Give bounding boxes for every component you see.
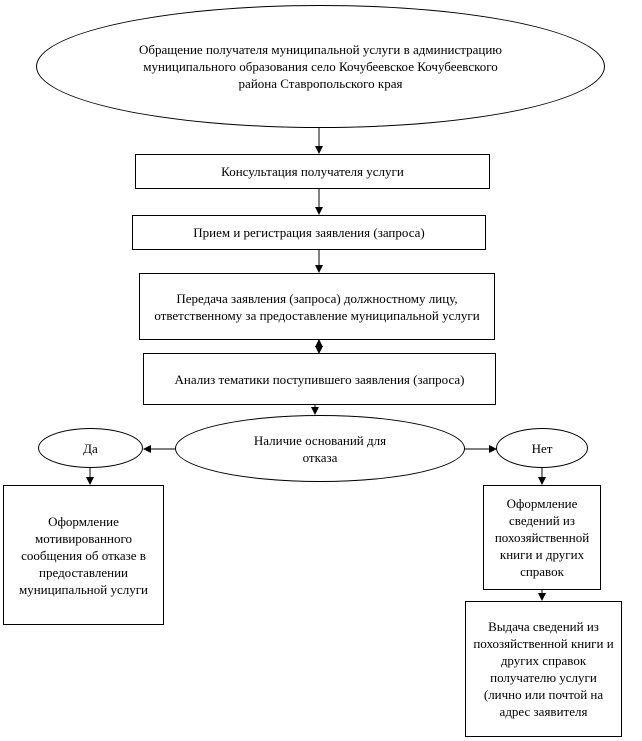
prepare-node: Оформление сведений из похозяйственной к… bbox=[483, 485, 601, 590]
consult-node-label: Консультация получателя услуги bbox=[221, 164, 404, 179]
yes-node: Да bbox=[38, 428, 143, 468]
reception-node-label: Прием и регистрация заявления (запроса) bbox=[193, 225, 425, 240]
refusal-node: Оформление мотивированного сообщения об … bbox=[3, 485, 164, 625]
start-node-label: Обращение получателя муниципальной услуг… bbox=[138, 42, 503, 91]
no-node: Нет bbox=[496, 428, 588, 468]
reception-node: Прием и регистрация заявления (запроса) bbox=[132, 215, 486, 250]
transfer-node: Передача заявления (запроса) должностном… bbox=[139, 273, 495, 340]
issue-node: Выдача сведений из похозяйственной книги… bbox=[465, 601, 622, 737]
decision-node: Наличие оснований для отказа bbox=[175, 415, 465, 482]
start-node: Обращение получателя муниципальной услуг… bbox=[36, 5, 605, 128]
analysis-node: Анализ тематики поступившего заявления (… bbox=[143, 353, 496, 405]
yes-node-label: Да bbox=[83, 440, 98, 456]
decision-node-label: Наличие оснований для отказа bbox=[253, 432, 387, 465]
prepare-node-label: Оформление сведений из похозяйственной к… bbox=[494, 496, 590, 579]
transfer-node-label: Передача заявления (запроса) должностном… bbox=[154, 290, 480, 323]
consult-node: Консультация получателя услуги bbox=[135, 154, 490, 189]
refusal-node-label: Оформление мотивированного сообщения об … bbox=[18, 513, 149, 597]
no-node-label: Нет bbox=[531, 440, 553, 456]
analysis-node-label: Анализ тематики поступившего заявления (… bbox=[174, 371, 465, 387]
issue-node-label: Выдача сведений из похозяйственной книги… bbox=[473, 619, 614, 719]
